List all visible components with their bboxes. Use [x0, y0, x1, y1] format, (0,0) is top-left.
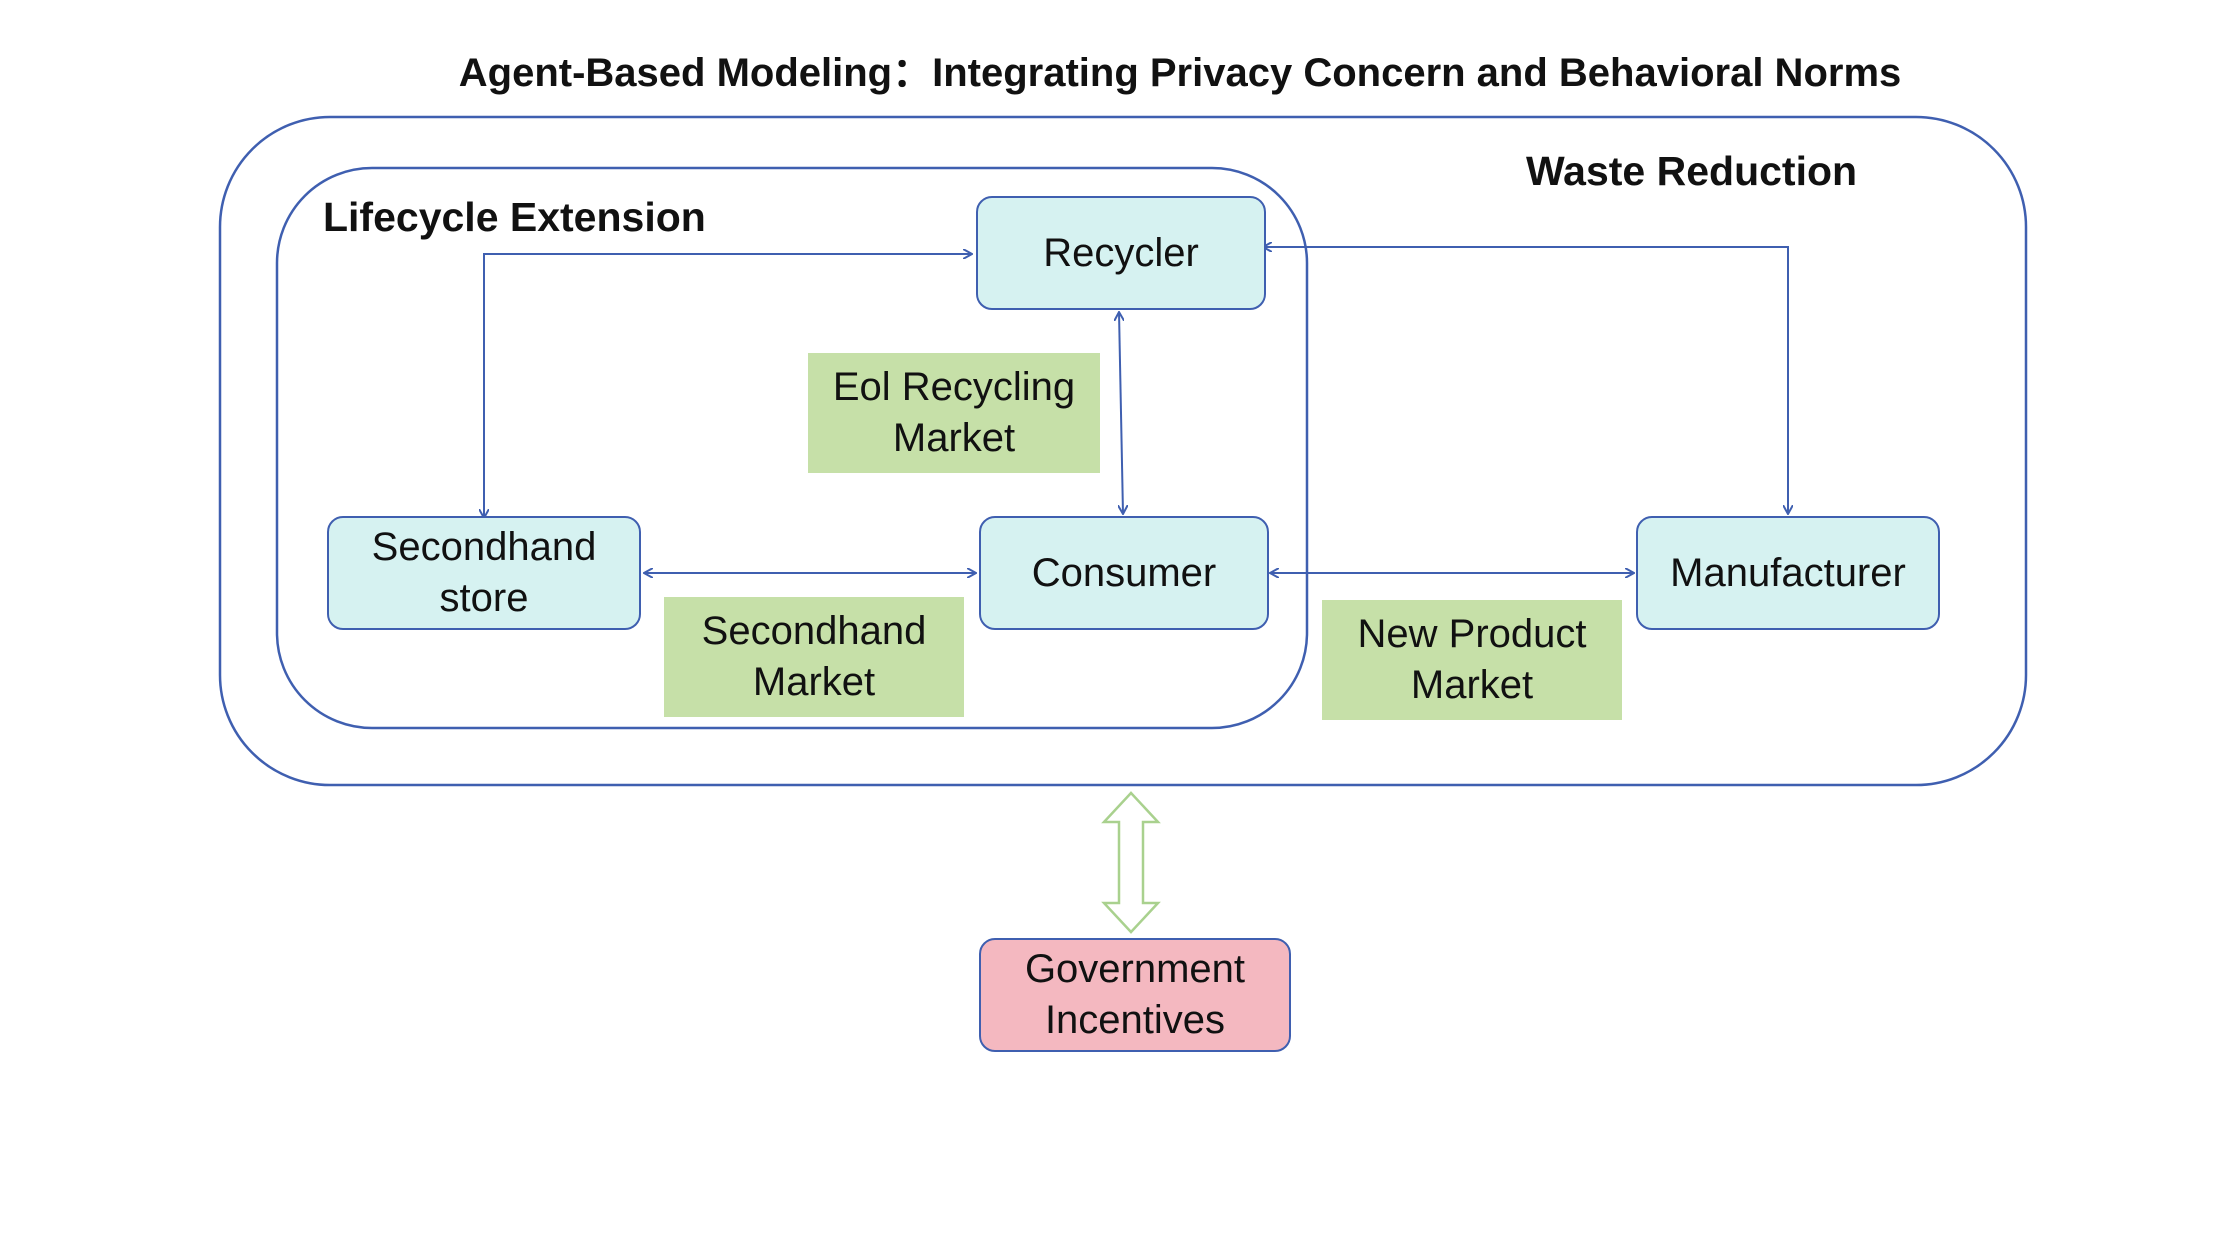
consumer-node: Consumer: [979, 516, 1269, 630]
eol-recycling-market-line2: Market: [892, 416, 1016, 460]
government-incentives-label-line1: Government: [1024, 947, 1246, 991]
secondhand-store-node: Secondhand store: [327, 516, 641, 630]
waste-reduction-region: [218, 115, 2028, 787]
recycler-label: Recycler: [1043, 230, 1199, 275]
government-double-arrow: [1101, 791, 1161, 934]
waste-reduction-label: Waste Reduction: [1526, 148, 1858, 194]
arrow-recycler-manufacturer: [1263, 247, 1788, 514]
eol-recycling-market-line1: Eol Recycling: [832, 365, 1076, 409]
lifecycle-extension-label: Lifecycle Extension: [323, 194, 706, 240]
new-product-market-label: New Product Market: [1322, 600, 1622, 720]
arrow-recycler-secondhand-store: [484, 254, 972, 518]
government-incentives-node: Government Incentives: [979, 938, 1291, 1052]
eol-recycling-market-label: Eol Recycling Market: [808, 353, 1100, 473]
arrow-recycler-consumer: [1119, 312, 1123, 514]
secondhand-market-line2: Market: [752, 660, 876, 704]
diagram-title: Agent-Based Modeling：Integrating Privacy…: [458, 51, 1902, 95]
secondhand-market-line1: Secondhand: [701, 609, 927, 653]
new-product-market-line2: Market: [1410, 663, 1534, 707]
manufacturer-label: Manufacturer: [1670, 550, 1906, 595]
new-product-market-line1: New Product: [1357, 612, 1587, 656]
secondhand-store-label-line2: store: [439, 576, 529, 620]
secondhand-store-label-line1: Secondhand: [371, 525, 597, 569]
consumer-label: Consumer: [1031, 550, 1217, 595]
recycler-node: Recycler: [976, 196, 1266, 310]
manufacturer-node: Manufacturer: [1636, 516, 1940, 630]
government-incentives-label-line2: Incentives: [1044, 998, 1226, 1042]
secondhand-market-label: Secondhand Market: [664, 597, 964, 717]
